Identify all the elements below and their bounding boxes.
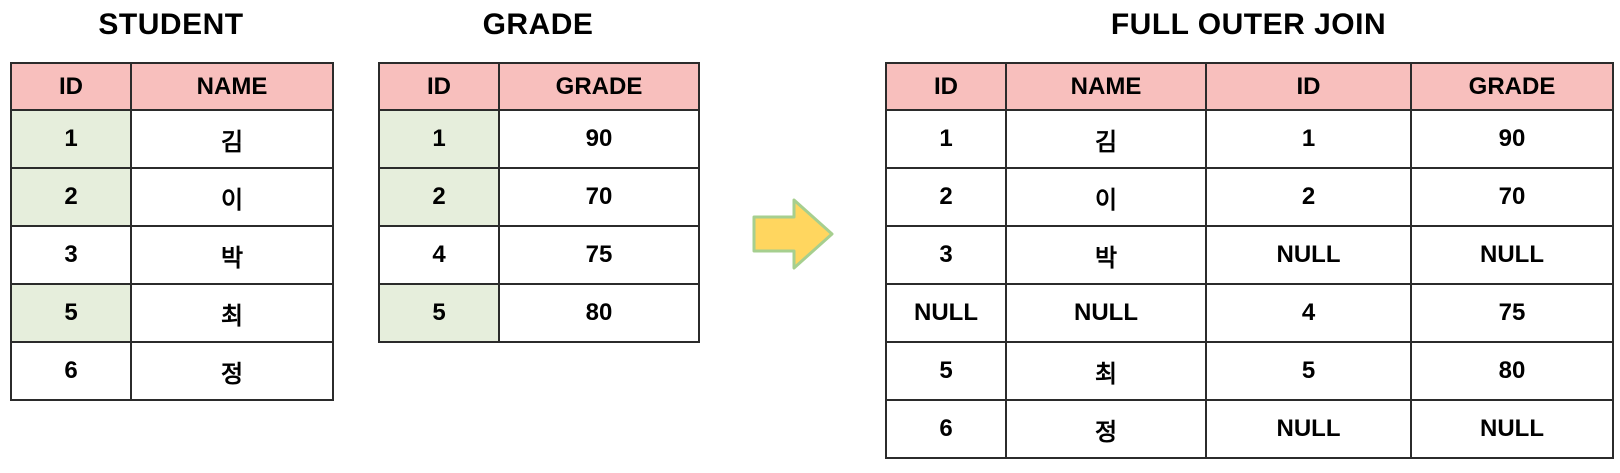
- table-cell: 80: [1410, 341, 1614, 401]
- column-header-id: ID: [1205, 62, 1412, 111]
- column-header-id: ID: [378, 62, 500, 111]
- table-cell: 2: [1205, 167, 1412, 227]
- table-cell: 75: [498, 225, 700, 285]
- table-cell: 김: [130, 109, 334, 169]
- table-cell: 1: [885, 109, 1007, 169]
- table-cell: 3: [10, 225, 132, 285]
- table-cell: 1: [10, 109, 132, 169]
- table-cell: NULL: [885, 283, 1007, 343]
- table-cell: NULL: [1410, 225, 1614, 285]
- table-cell: 6: [10, 341, 132, 401]
- table-cell: NULL: [1005, 283, 1207, 343]
- column-header-grade: GRADE: [498, 62, 700, 111]
- table-cell: NULL: [1205, 399, 1412, 459]
- table-cell: 이: [130, 167, 334, 227]
- right-arrow-icon: [750, 196, 836, 272]
- table-cell: 5: [885, 341, 1007, 401]
- table-cell: 이: [1005, 167, 1207, 227]
- table-cell: 정: [1005, 399, 1207, 459]
- table-cell: 5: [1205, 341, 1412, 401]
- table-cell: 박: [130, 225, 334, 285]
- table-cell: 4: [378, 225, 500, 285]
- table-cell: 1: [1205, 109, 1412, 169]
- table-cell: 박: [1005, 225, 1207, 285]
- table-cell: 70: [1410, 167, 1614, 227]
- column-header-grade: GRADE: [1410, 62, 1614, 111]
- table-cell: NULL: [1410, 399, 1614, 459]
- full-outer-join-table-title: FULL OUTER JOIN: [1110, 8, 1387, 41]
- table-cell: 2: [10, 167, 132, 227]
- table-cell: 5: [10, 283, 132, 343]
- table-cell: 90: [498, 109, 700, 169]
- table-cell: 5: [378, 283, 500, 343]
- table-cell: NULL: [1205, 225, 1412, 285]
- table-cell: 정: [130, 341, 334, 401]
- table-cell: 4: [1205, 283, 1412, 343]
- table-cell: 6: [885, 399, 1007, 459]
- table-cell: 김: [1005, 109, 1207, 169]
- table-cell: 75: [1410, 283, 1614, 343]
- table-cell: 80: [498, 283, 700, 343]
- column-header-id: ID: [885, 62, 1007, 111]
- column-header-id: ID: [10, 62, 132, 111]
- table-cell: 1: [378, 109, 500, 169]
- table-cell: 최: [130, 283, 334, 343]
- table-cell: 2: [378, 167, 500, 227]
- column-header-name: NAME: [1005, 62, 1207, 111]
- table-cell: 70: [498, 167, 700, 227]
- grade-table-title: GRADE: [482, 8, 594, 41]
- table-cell: 최: [1005, 341, 1207, 401]
- column-header-name: NAME: [130, 62, 334, 111]
- table-cell: 2: [885, 167, 1007, 227]
- student-table-title: STUDENT: [98, 8, 244, 41]
- table-cell: 90: [1410, 109, 1614, 169]
- table-cell: 3: [885, 225, 1007, 285]
